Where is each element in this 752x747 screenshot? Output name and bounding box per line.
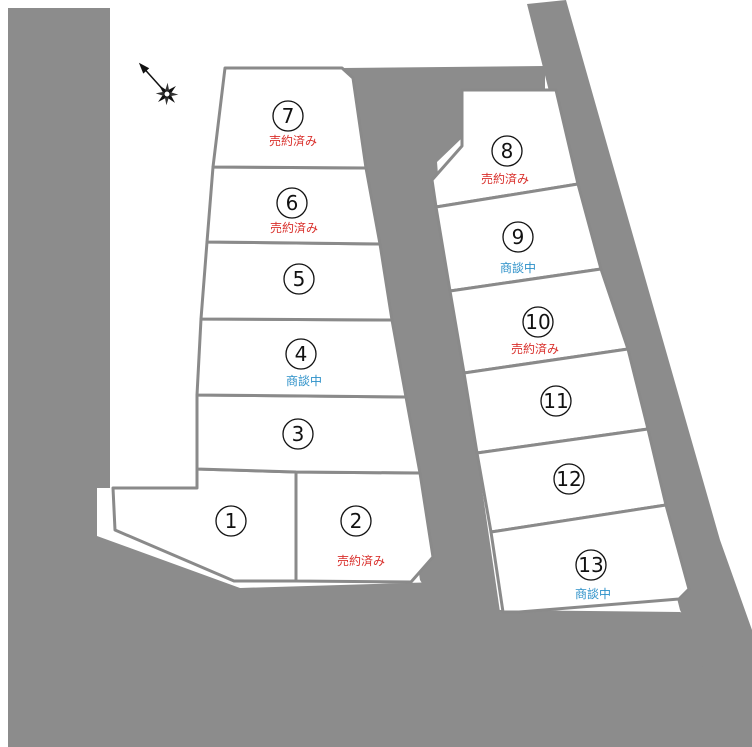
- road-west: [8, 8, 110, 747]
- lot-1-label: 1: [215, 505, 247, 537]
- lot-4-number-badge: [285, 338, 317, 370]
- lot-2-label: 2 売約済み: [337, 505, 385, 568]
- lot-6-label: 6 売約済み: [270, 187, 318, 235]
- lot-6-number-badge: [276, 187, 308, 219]
- lot-10-status: 売約済み: [511, 341, 559, 356]
- lot-3-number: 3: [292, 422, 305, 446]
- lot-12-number-badge: [553, 463, 585, 495]
- lot-9-number: 9: [512, 225, 525, 249]
- lot-11-number-badge: [540, 385, 572, 417]
- lot-7-label: 7 売約済み: [269, 100, 317, 148]
- lot-8-status: 売約済み: [481, 171, 529, 186]
- lot-10-number-badge: [522, 306, 554, 338]
- lot-12-number: 12: [556, 467, 581, 491]
- lot-8-label: 8 売約済み: [481, 135, 529, 186]
- lot-9-number-badge: [502, 221, 534, 253]
- lot-13-number: 13: [578, 553, 603, 577]
- lot-1-number-badge: [215, 505, 247, 537]
- lot-8-number: 8: [501, 139, 514, 163]
- lot-13-status: 商談中: [575, 586, 611, 601]
- lot-5-number: 5: [293, 267, 306, 291]
- lot-3-number-badge: [282, 418, 314, 450]
- lot-8-number-badge: [491, 135, 523, 167]
- road-center: [342, 66, 545, 612]
- lot-2-number: 2: [350, 509, 363, 533]
- lot-7-number: 7: [282, 104, 295, 128]
- lot-11-number: 11: [543, 389, 568, 413]
- lot-5-label: 5: [283, 263, 315, 295]
- lot-10-label: 10 売約済み: [511, 306, 559, 356]
- roads: [8, 0, 752, 747]
- lot-9-status: 商談中: [500, 260, 536, 275]
- lot-11-label: 11: [540, 385, 572, 417]
- lot-2-status: 売約済み: [337, 553, 385, 568]
- lot-7-status: 売約済み: [269, 133, 317, 148]
- lot-2-number-badge: [340, 505, 372, 537]
- lot-13-number-badge: [575, 549, 607, 581]
- lot-4-status: 商談中: [286, 373, 322, 388]
- north-arrow-icon: [138, 62, 179, 106]
- lot-5-number-badge: [283, 263, 315, 295]
- lot-13-label: 13 商談中: [575, 549, 611, 601]
- lot-10-number: 10: [525, 310, 550, 334]
- road-east: [527, 0, 752, 688]
- lot-9-label: 9 商談中: [500, 221, 536, 275]
- lot-12-label: 12: [553, 463, 585, 495]
- lot-6-status: 売約済み: [270, 220, 318, 235]
- lot-1-number: 1: [225, 509, 238, 533]
- lot-4-label: 4 商談中: [285, 338, 322, 388]
- road-south: [97, 536, 752, 747]
- lot-6-number: 6: [286, 191, 299, 215]
- lot-7-number-badge: [272, 100, 304, 132]
- lot-4-number: 4: [295, 342, 308, 366]
- lot-3-label: 3: [282, 418, 314, 450]
